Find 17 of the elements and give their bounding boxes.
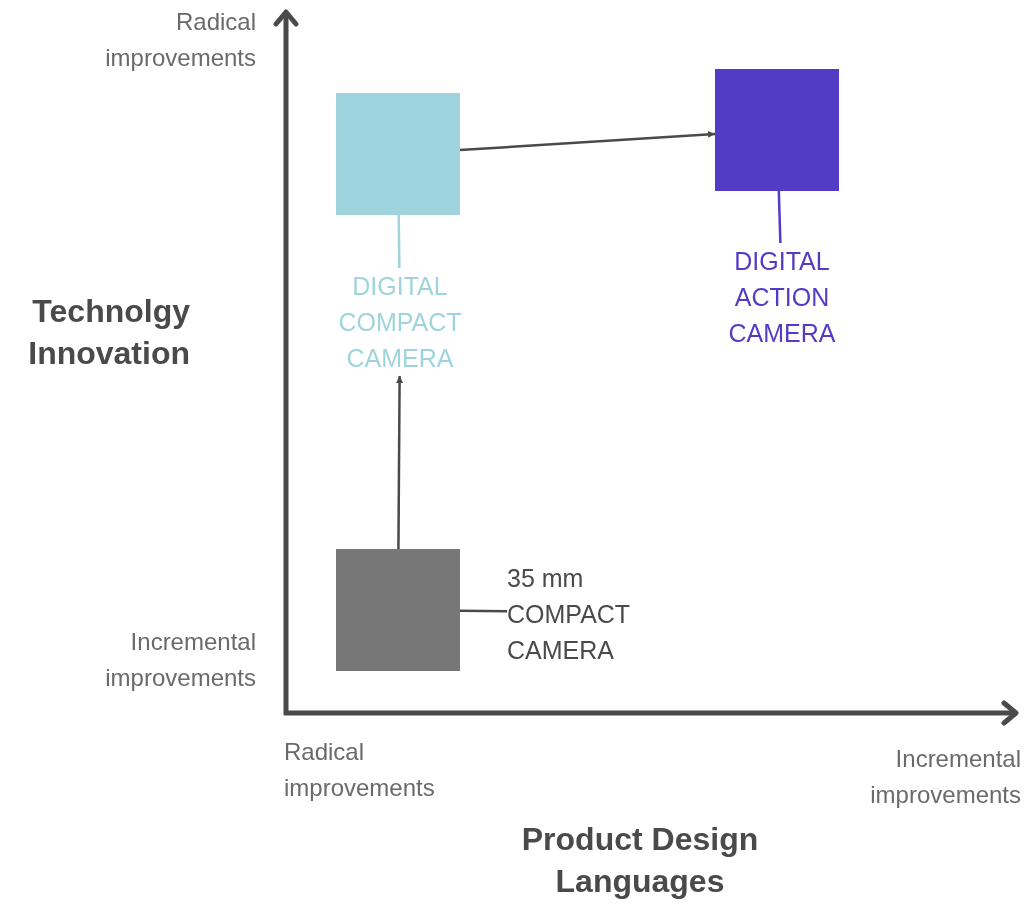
camera-label: DIGITAL ACTION CAMERA: [707, 243, 857, 351]
arrow: [459, 130, 716, 152]
axis-end-label: Radical improvements: [284, 737, 436, 803]
axis-title: Product Design Languages: [520, 820, 760, 901]
color-square: [715, 69, 839, 191]
axis-end-label: Incremental improvements: [104, 627, 256, 693]
axis-end-label: Radical improvements: [104, 7, 256, 73]
axis-end-label: Incremental improvements: [869, 744, 1021, 810]
leader-line: [460, 609, 507, 613]
camera-label: DIGITAL COMPACT CAMERA: [325, 268, 475, 376]
leader-line: [777, 190, 782, 244]
color-square: [336, 93, 460, 215]
axis-title: Technolgy Innovation: [27, 292, 190, 373]
camera-label: 35 mm COMPACT CAMERA: [507, 560, 667, 668]
color-square: [336, 549, 460, 671]
arrow: [396, 376, 404, 549]
leader-line: [397, 215, 401, 268]
